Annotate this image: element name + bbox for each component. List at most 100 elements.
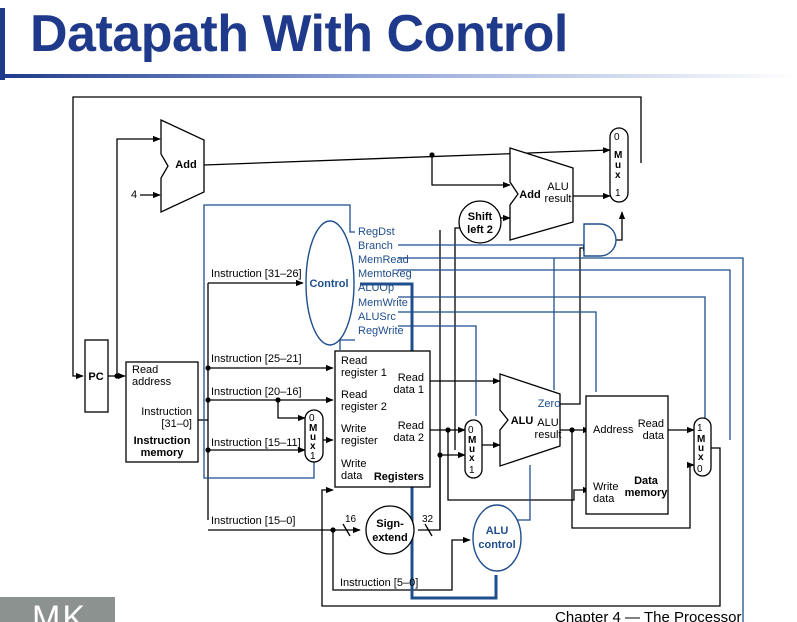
control-unit: Control [305,220,355,346]
control-label: Control [309,278,348,290]
alu-label: ALU [511,415,534,427]
signal-memwrite: MemWrite [358,297,408,309]
signal-aluop: ALUOp [358,282,394,294]
logo-mark: MK [32,599,87,622]
imem-read-label: Read [132,364,158,376]
registers-label: Registers [374,471,424,483]
mux-input-0: 0 [614,132,620,143]
mux-u: u [615,160,621,171]
imem-name-1: Instruction [134,435,191,447]
instruction-memory: Read address Instruction [31–0] Instruct… [125,361,199,463]
signal-memread: MemRead [358,254,409,266]
field-rt: Instruction [20–16] [211,386,302,398]
shift-label-2: left 2 [467,224,493,236]
alu-control-unit: ALU control [472,504,522,572]
mux-input-0: 0 [468,425,474,436]
alu-control-label-1: ALU [486,525,509,537]
dmem-data-label: data [643,430,665,442]
dmem-address-label: Address [593,424,634,436]
imem-name-2: memory [141,447,185,459]
mux-m: M [614,150,622,161]
dmem-name-2: memory [625,487,669,499]
reg-read-data-2-b: data 2 [393,432,424,444]
branch-adder-result-label: result [545,193,572,205]
mux-input-0: 0 [697,464,703,475]
alu-result-label-1: ALU [537,417,558,429]
imem-instruction-label: Instruction [141,406,192,418]
branch-adder: Add ALU result [509,147,574,241]
mux-u: u [698,443,704,454]
sign-extend-unit: Sign- extend 16 32 [345,505,434,555]
publisher-logo: MK [0,597,115,622]
sign-extend-label-2: extend [372,532,407,544]
aluop-bus [360,282,498,600]
mem-to-reg-mux: 1 M u x 0 [693,417,712,477]
sign-extend-out-bits: 32 [422,514,434,525]
pc-register: PC [84,339,109,413]
alu-result-label-2: result [535,429,562,441]
branch-adder-label: Add [519,189,540,201]
field-op: Instruction [31–26] [211,268,302,280]
main-alu: ALU Zero ALU result [499,373,562,467]
reg-read-register-1-a: Read [341,355,367,367]
signal-regdst: RegDst [358,226,395,238]
alu-control-label-2: control [478,539,515,551]
reg-read-data-1-b: data 1 [393,384,424,396]
dmem-write-label: Write [593,481,618,493]
title-bar: Datapath With Control [0,0,797,80]
reg-read-register-1-b: register 1 [341,367,387,379]
reg-write-data-a: Write [341,458,366,470]
field-funct: Instruction [5–0] [340,577,418,589]
imem-bits-label: [31–0] [161,418,192,430]
signal-memtoreg: MemtoReg [358,268,412,280]
mux-m: M [468,435,476,446]
title-rule [0,74,797,78]
control-signal-labels: RegDst Branch MemRead MemtoReg ALUOp Mem… [358,226,412,337]
mux-x: x [615,170,621,181]
instruction-field-labels: Instruction [31–26] Instruction [25–21] … [211,268,418,589]
mux-m: M [309,423,317,434]
reg-dst-mux: 0 M u x 1 [304,409,324,463]
mux-x: x [698,452,704,463]
imem-address-label: address [132,376,172,388]
mux-input-0: 0 [309,413,315,424]
slide-title: Datapath With Control [30,5,568,63]
pc-source-mux: 0 M u x 1 [609,127,629,203]
field-rs: Instruction [25–21] [211,353,302,365]
constant-four: 4 [131,189,137,201]
data-memory: Address Read data Write data Data memory [585,395,669,515]
field-imm: Instruction [15–0] [211,515,295,527]
mux-input-1: 1 [615,188,621,199]
title-accent [0,8,5,80]
field-rd: Instruction [15–11] [211,437,301,449]
register-file: Read register 1 Read register 2 Write re… [334,350,431,488]
branch-and-gate [583,223,617,257]
alu-src-mux: 0 M u x 1 [464,419,483,479]
signal-alusrc: ALUSrc [358,311,396,323]
reg-read-register-2-a: Read [341,389,367,401]
sign-extend-label-1: Sign- [376,518,404,530]
pc-label: PC [88,371,103,383]
mux-input-1: 1 [469,465,475,476]
signal-regwrite: RegWrite [358,325,404,337]
control-wires [203,204,744,622]
reg-write-register-b: register [341,435,378,447]
dmem-write-data-label: data [593,493,615,505]
branch-adder-alu-label: ALU [547,181,568,193]
mux-u: u [310,432,316,443]
pc-adder-label: Add [175,159,196,171]
reg-read-data-2-a: Read [398,420,424,432]
mux-x: x [469,453,475,464]
dmem-name-1: Data [634,475,659,487]
wire-junctions [114,152,575,533]
data-wires [72,96,721,607]
pc-adder: Add [160,118,205,214]
shift-label-1: Shift [468,211,493,223]
shift-left-2: Shift left 2 [458,200,502,244]
reg-write-register-a: Write [341,423,366,435]
mux-input-1: 1 [310,451,316,462]
mux-u: u [469,444,475,455]
reg-write-data-b: data [341,470,363,482]
signal-branch: Branch [358,240,393,252]
